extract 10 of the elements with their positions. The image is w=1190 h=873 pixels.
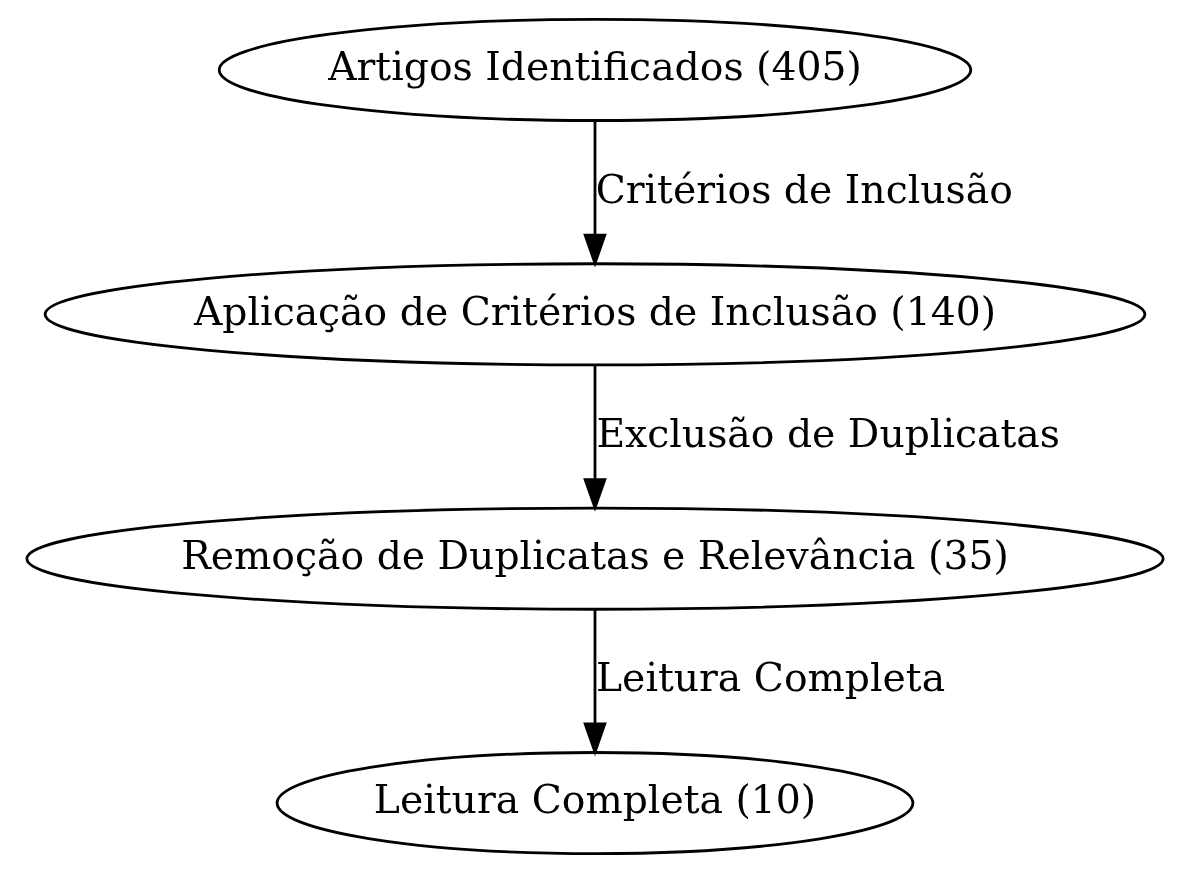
arrow xyxy=(583,121,607,268)
edge-label: Exclusão de Duplicatas xyxy=(596,410,1060,456)
arrow xyxy=(583,365,607,512)
node-ellipse: Artigos Identificados (405) xyxy=(217,17,973,122)
node-ellipse: Aplicação de Critérios de Inclusão (140) xyxy=(43,262,1147,367)
arrow xyxy=(583,609,607,757)
node-ellipse: Leitura Completa (10) xyxy=(275,751,915,856)
node-ellipse: Remoção de Duplicatas e Relevância (35) xyxy=(25,506,1165,611)
edge-label: Leitura Completa xyxy=(596,655,946,701)
edge-label: Critérios de Inclusão xyxy=(595,166,1013,212)
